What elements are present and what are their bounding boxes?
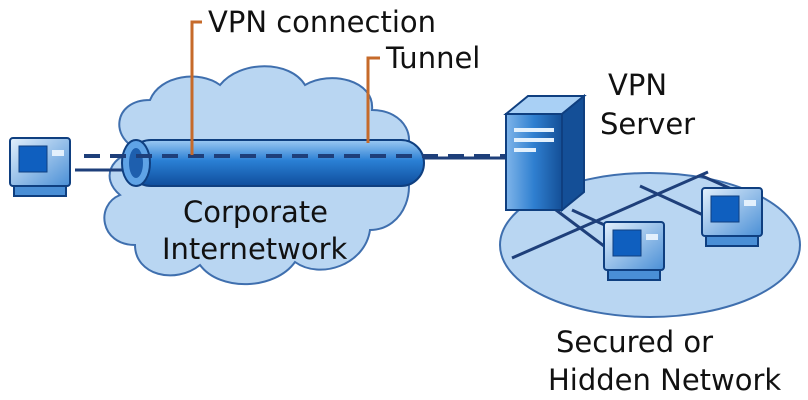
vpn-server-label-line1: VPN bbox=[608, 68, 667, 102]
corporate-label-line2: Internetwork bbox=[162, 232, 348, 266]
vpn-tunnel bbox=[121, 139, 425, 187]
secured-label-line1: Secured or bbox=[556, 325, 713, 359]
vpn-connection-callout bbox=[190, 20, 202, 155]
server-icon bbox=[503, 93, 587, 213]
computer-icon bbox=[9, 137, 71, 197]
tunnel-callout bbox=[366, 56, 380, 143]
tunnel-label: Tunnel bbox=[385, 41, 480, 75]
vpn-connection-label: VPN connection bbox=[208, 5, 436, 39]
computer-icon bbox=[701, 187, 763, 247]
corporate-label-line1: Corporate bbox=[183, 195, 328, 229]
secured-label-line2: Hidden Network bbox=[548, 363, 781, 397]
computer-icon bbox=[603, 221, 665, 281]
vpn-server-label-line2: Server bbox=[600, 107, 695, 141]
